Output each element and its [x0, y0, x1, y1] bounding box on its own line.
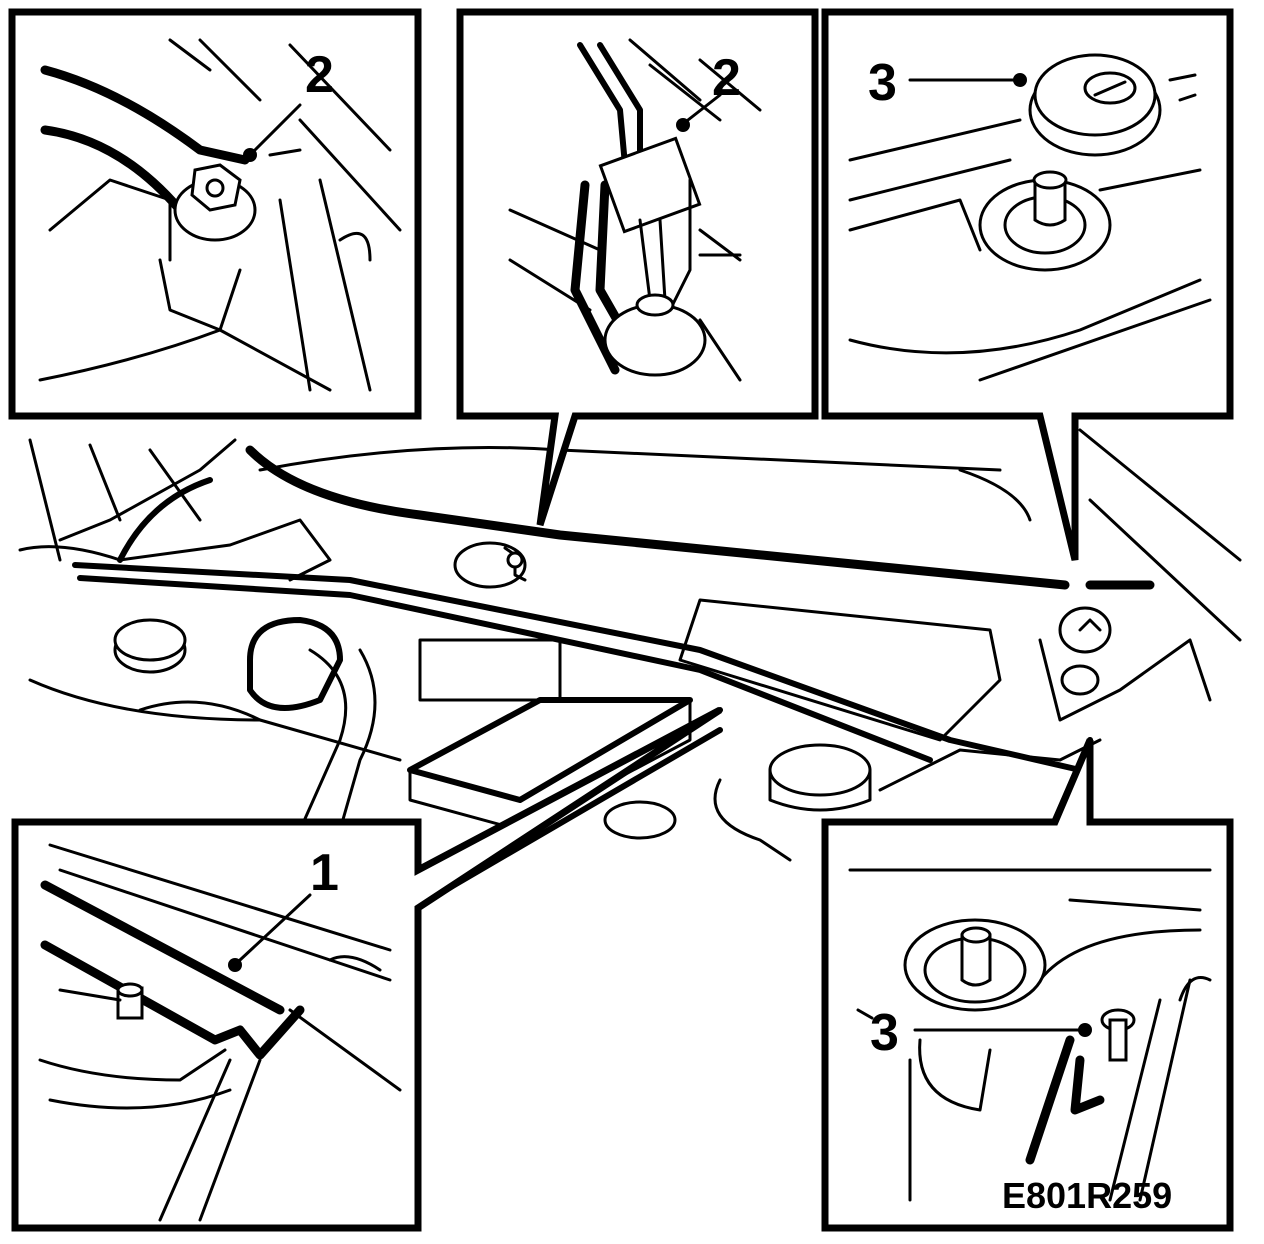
panel-top-center: 2 — [456, 8, 819, 527]
callout-label-bottom-left: 1 — [310, 844, 339, 902]
engine-bay-scene — [18, 428, 1242, 908]
panel-bottom-left: 1 — [11, 706, 722, 1232]
callout-label-top-right: 3 — [868, 54, 897, 112]
callout-label-bottom-right: 3 — [870, 1004, 899, 1062]
bolt-icon — [116, 982, 144, 1020]
screwdriver-icon — [570, 42, 742, 375]
figure-code: E801R259 — [1002, 1175, 1172, 1216]
panel-top-right: 3 — [821, 8, 1234, 561]
bolt-icon — [1100, 1008, 1136, 1062]
callout-label-top-center: 2 — [712, 49, 741, 107]
grommet-icon — [1028, 53, 1162, 157]
panel-top-left: 2 — [8, 8, 422, 420]
nut-icon — [190, 163, 242, 212]
callout-label-top-left: 2 — [305, 46, 334, 104]
panel-bottom-right: 3 E801R259 — [821, 738, 1234, 1232]
